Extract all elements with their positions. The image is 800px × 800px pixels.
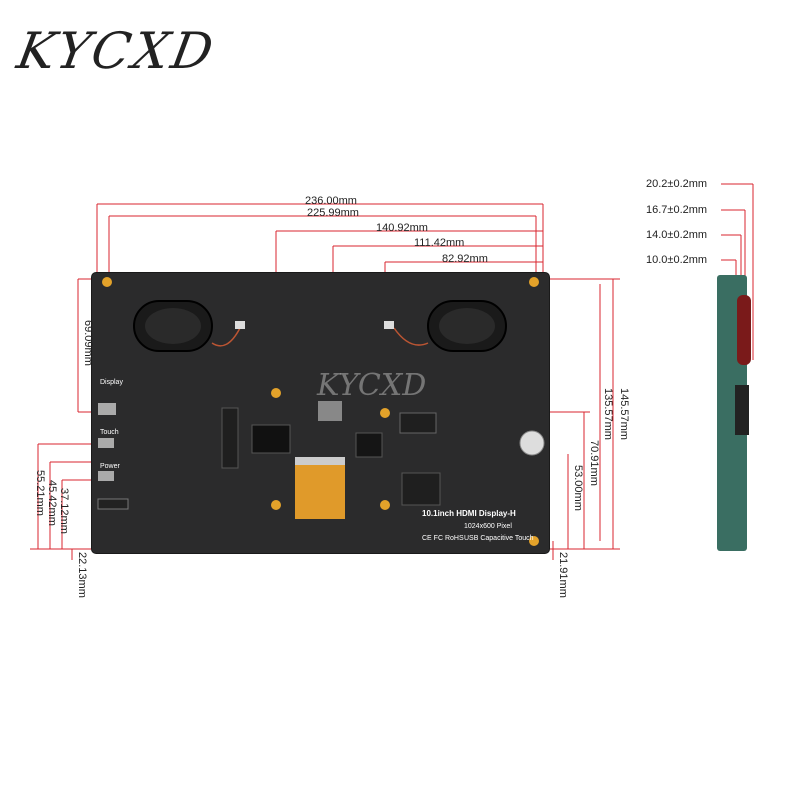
dim-right-0: 145.57mm: [618, 388, 630, 440]
dim-side-1: 16.7±0.2mm: [646, 204, 708, 216]
dim-left-0: 69.09mm: [82, 320, 94, 366]
dim-side-3: 10.0±0.2mm: [646, 254, 708, 266]
power-port-label: Power: [100, 463, 120, 470]
board-resolution: 1024x600 Pixel: [464, 523, 512, 530]
dim-top-1: 225.99mm: [307, 207, 359, 219]
display-port-label: Display: [100, 379, 123, 386]
dim-side-2: 14.0±0.2mm: [646, 229, 708, 241]
dim-top-2: 140.92mm: [376, 222, 428, 234]
display-back-board: Display Touch Power 10.1inch HDMI Displa…: [92, 273, 549, 553]
dim-right-2: 70.91mm: [588, 440, 600, 486]
watermark: KYCXD: [317, 368, 427, 403]
dim-side-0: 20.2±0.2mm: [646, 178, 708, 190]
dim-left-3: 37.12mm: [58, 488, 70, 534]
dim-top-4: 82.92mm: [442, 253, 488, 265]
dim-left-2: 45.42mm: [46, 480, 58, 526]
display-side-profile: [717, 275, 751, 551]
board-drawing: [97, 277, 545, 546]
touch-port-label: Touch: [100, 429, 119, 436]
dim-right-3: 53.00mm: [572, 465, 584, 511]
dim-left-4: 22.13mm: [76, 552, 88, 598]
dim-top-0: 236.00mm: [305, 195, 357, 207]
dim-right-1: 135.57mm: [602, 388, 614, 440]
board-title: 10.1inch HDMI Display-H: [422, 509, 516, 518]
board-touch-type: USB Capacitive Touch: [464, 535, 534, 542]
certification-marks: CE FC RoHS: [422, 535, 464, 542]
dim-left-1: 55.21mm: [34, 470, 46, 516]
dim-top-3: 111.42mm: [414, 237, 465, 249]
dim-right-4: 21.91mm: [557, 552, 569, 598]
